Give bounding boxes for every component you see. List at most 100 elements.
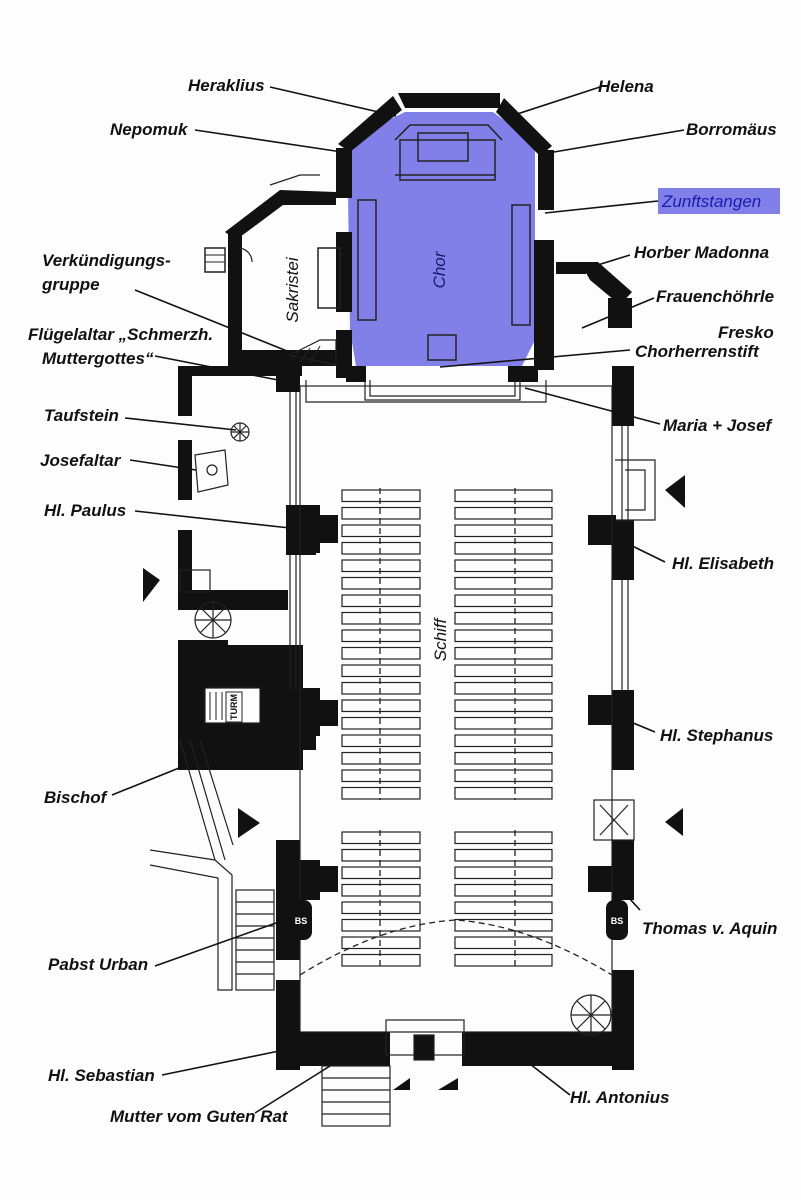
pew [454, 848, 553, 862]
pew [454, 901, 553, 915]
pew [454, 918, 553, 932]
pew [454, 681, 553, 695]
pew [454, 936, 553, 950]
pew [341, 699, 421, 713]
pew [454, 716, 553, 730]
pew [454, 559, 553, 573]
svg-text:BS: BS [295, 916, 308, 926]
pew [454, 541, 553, 555]
josef-altar-symbol [194, 449, 229, 493]
pew [341, 848, 421, 862]
pew [454, 883, 553, 897]
pew [341, 559, 421, 573]
pew [341, 594, 421, 608]
sacristy [204, 174, 341, 366]
tower-label-box: TURM [225, 691, 243, 723]
pew [454, 699, 553, 713]
leader-lines [111, 86, 685, 1114]
pew [341, 576, 421, 590]
zunftstangen-label-bg [658, 188, 780, 214]
label-hl-stephanus: Hl. Stephanus [660, 726, 773, 745]
pew [341, 681, 421, 695]
label-helena: Helena [598, 77, 654, 96]
label-verkuendigung-2: gruppe [41, 275, 100, 294]
pew [454, 734, 553, 748]
pew [454, 576, 553, 590]
pew [341, 751, 421, 765]
room-sakristei: Sakristei [283, 256, 302, 322]
label-thomas: Thomas v. Aquin [642, 919, 777, 938]
aisle-lines [299, 488, 613, 976]
pew [341, 953, 421, 967]
pew [341, 769, 421, 783]
choir-walls [336, 93, 554, 382]
label-taufstein: Taufstein [44, 406, 119, 425]
nave-outline [289, 380, 656, 1033]
label-hl-paulus: Hl. Paulus [44, 501, 126, 520]
label-fluegelaltar-1: Flügelaltar „Schmerzh. [28, 325, 213, 344]
label-fluegelaltar-2: Muttergottes“ [42, 349, 154, 368]
pew [454, 489, 553, 503]
pew [341, 489, 421, 503]
pew [454, 524, 553, 538]
label-fresko-1: Fresko [718, 323, 774, 342]
baptismal-font-symbol [230, 422, 250, 442]
pews [341, 489, 553, 967]
label-maria-josef: Maria + Josef [663, 416, 774, 435]
entrance-markers [143, 475, 685, 1090]
pew [454, 831, 553, 845]
pew [341, 883, 421, 897]
pew [341, 629, 421, 643]
tower-stairs [179, 569, 232, 639]
pew [341, 786, 421, 800]
svg-text:BS: BS [611, 916, 624, 926]
pew [341, 664, 421, 678]
label-horber-madonna: Horber Madonna [634, 243, 769, 262]
bs-box-right: BS [606, 900, 628, 940]
entrance-stairs [149, 739, 635, 1127]
pew [454, 506, 553, 520]
label-verkuendigung-1: Verkündigungs- [42, 251, 171, 270]
label-hl-antonius: Hl. Antonius [570, 1088, 669, 1107]
pew [341, 611, 421, 625]
pew [341, 646, 421, 660]
pew [454, 629, 553, 643]
pew [454, 769, 553, 783]
label-borromaeus: Borromäus [686, 120, 777, 139]
pew [454, 646, 553, 660]
label-fresko-2: Chorherrenstift [635, 342, 760, 361]
label-frauenchoehrle: Frauenchöhrle [656, 287, 774, 306]
room-schiff: Schiff [431, 616, 450, 661]
pew [454, 751, 553, 765]
pew [341, 541, 421, 555]
pew [341, 524, 421, 538]
label-mutter-guter-rat: Mutter vom Guten Rat [110, 1107, 289, 1126]
bs-box-left: BS [290, 900, 312, 940]
label-hl-sebastian: Hl. Sebastian [48, 1066, 155, 1085]
pew [454, 953, 553, 967]
pew [454, 786, 553, 800]
label-bischof: Bischof [44, 788, 109, 807]
room-chor: Chor [430, 250, 449, 288]
label-josefaltar: Josefaltar [40, 451, 122, 470]
label-nepomuk: Nepomuk [110, 120, 189, 139]
pew [341, 936, 421, 950]
pew [341, 716, 421, 730]
pew [454, 664, 553, 678]
label-zunftstangen[interactable]: Zunftstangen [661, 192, 761, 211]
pew [341, 734, 421, 748]
room-turm: TURM [229, 694, 239, 720]
pew [341, 918, 421, 932]
pew [341, 506, 421, 520]
label-pabst-urban: Pabst Urban [48, 955, 148, 974]
pew [454, 866, 553, 880]
pew [341, 866, 421, 880]
nave-pillars [290, 505, 616, 900]
label-heraklius: Heraklius [188, 76, 265, 95]
pew [454, 594, 553, 608]
label-hl-elisabeth: Hl. Elisabeth [672, 554, 774, 573]
pew [341, 831, 421, 845]
spiral-stair-right [570, 994, 612, 1036]
